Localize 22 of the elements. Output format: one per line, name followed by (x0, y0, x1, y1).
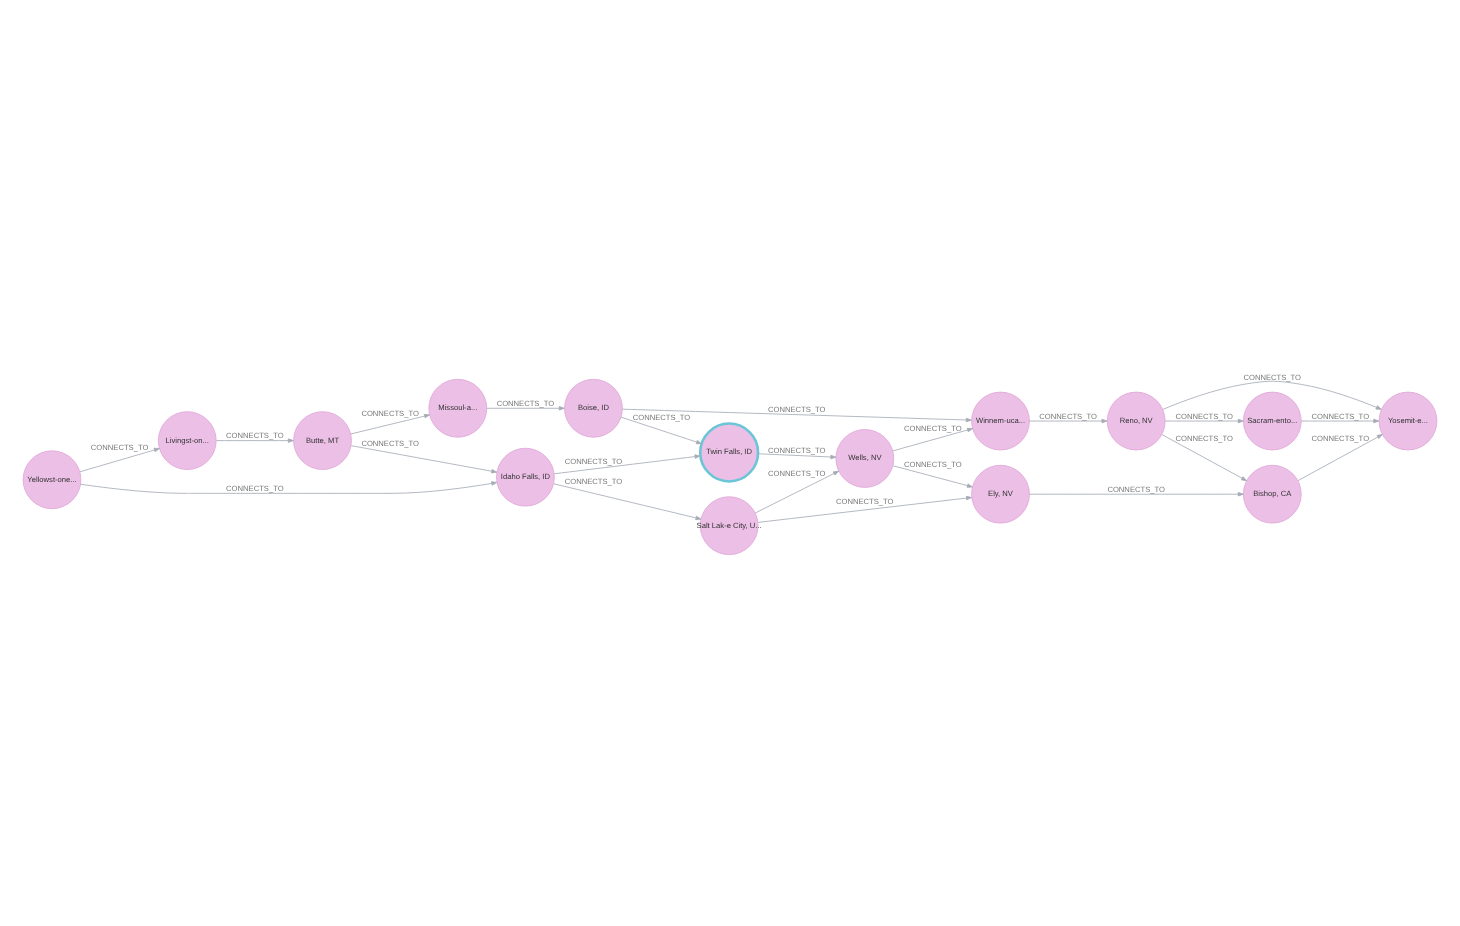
arrow (553, 482, 702, 520)
arrow (1029, 417, 1108, 423)
arrow (216, 437, 294, 442)
arrow (553, 453, 701, 474)
arrow (620, 415, 702, 444)
arrow (1300, 417, 1380, 423)
arrow (622, 407, 972, 422)
arrow (1162, 379, 1382, 409)
arrow (1297, 433, 1383, 481)
arrow (754, 469, 840, 513)
arrow (350, 444, 498, 473)
arrow (757, 494, 973, 522)
arrow (892, 426, 973, 451)
arrow (79, 446, 160, 472)
arrow (1029, 491, 1244, 496)
arrow (350, 412, 431, 434)
arrow (892, 464, 973, 487)
arrow (757, 452, 837, 459)
arrow (1164, 417, 1244, 423)
arrow (486, 405, 565, 410)
arrow (1161, 433, 1248, 481)
arrow (80, 480, 498, 493)
